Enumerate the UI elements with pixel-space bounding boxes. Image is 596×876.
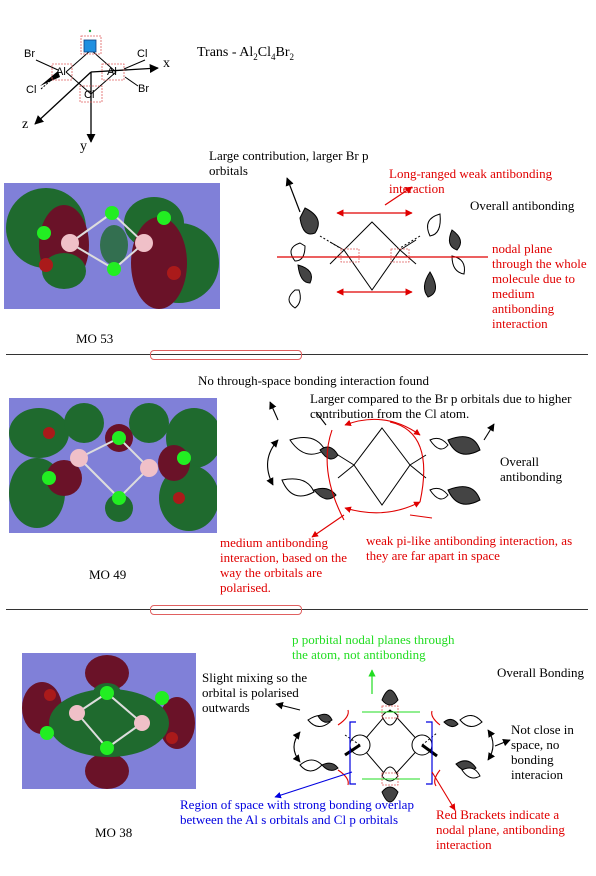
mo49-overall-note: Overall antibonding [500,454,563,484]
mo38-red-brackets-note: Red Brackets indicate a nodal plane, ant… [436,807,565,852]
atom-br-right: Br [138,83,149,95]
mo49-no-through-space-note: No through-space bonding interaction fou… [198,373,430,388]
selected-atom-box [83,39,97,53]
wedge-bond-left [40,71,60,86]
divider-marker-2 [150,605,302,615]
atom-cl-bottom: Cl [84,89,95,101]
axis-x-label: x [163,56,170,71]
axis-z-label: z [22,117,29,132]
atom-al-right: Al [107,66,117,78]
z-axis-arrow [34,71,92,125]
mo38-region-of-space-note: Region of space with strong bonding over… [180,797,414,827]
section-divider-2 [6,609,588,610]
mo53-caption: MO 53 [76,331,114,346]
mo49-caption: MO 49 [89,567,127,582]
mo38-p-orbital-nodal-note: p porbital nodal planes through the atom… [292,632,455,662]
molecule-title: Trans - Al2Cl4Br2 [197,45,295,62]
axis-y-label: y [80,139,87,154]
mo49-larger-compared-note: Larger compared to the Br p orbitals due… [310,391,572,421]
mo38-slight-mixing-note: Slight mixing so the orbital is polarise… [202,670,308,715]
mo49-medium-antibonding-note: medium antibonding interaction, based on… [220,535,348,595]
atom-br-left: Br [24,48,35,60]
divider-marker-1 [150,350,302,360]
mo53-render [4,183,220,309]
mo38-not-close-note: Not close in space, no bonding interacio… [511,722,574,782]
atom-cl-left: Cl [26,84,37,96]
mo53-nodal-plane-note: nodal plane through the whole molecule d… [492,241,587,331]
atom-al-left: Al [56,66,66,78]
mo53-overall-note: Overall antibonding [470,198,575,213]
mo53-large-contribution-note: Large contribution, larger Br p orbitals [209,148,369,178]
mo49-weak-pi-note: weak pi-like antibonding interaction, as… [366,533,573,563]
atom-cl-top-right: Cl [137,48,148,60]
mo38-overall-note: Overall Bonding [497,665,585,680]
mo38-caption: MO 38 [95,825,133,840]
mo49-render [9,398,217,533]
mo53-long-ranged-note: Long-ranged weak antibonding interaction [389,166,553,196]
section-divider-1 [6,354,588,355]
mo38-render [22,653,196,789]
x-axis-arrow [90,63,159,74]
